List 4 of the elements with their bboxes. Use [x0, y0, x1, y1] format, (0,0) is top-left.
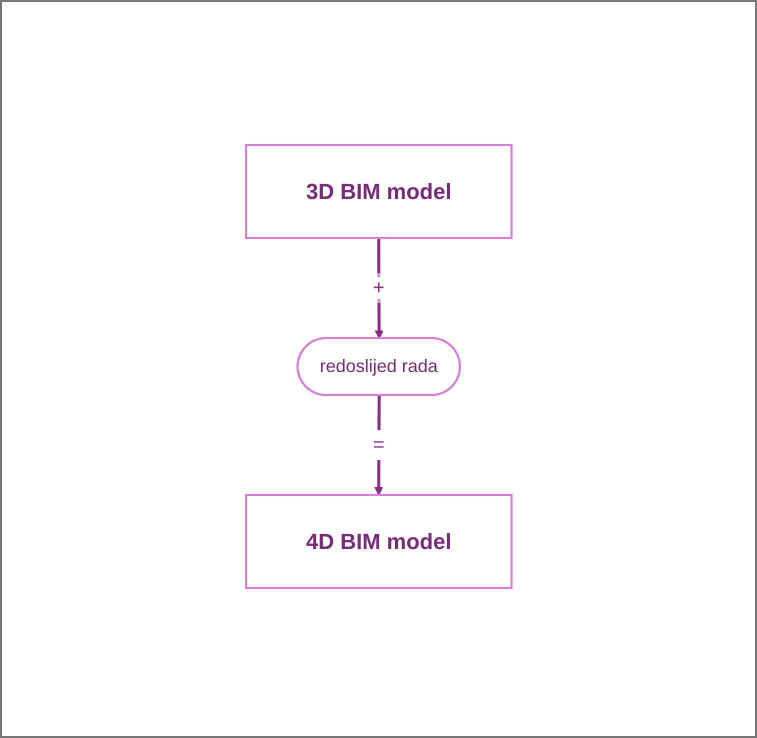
node-box: 3D BIM model	[244, 144, 512, 239]
edge-label: +	[372, 277, 384, 299]
edge-label: =	[372, 434, 384, 456]
node-box: 4D BIM model	[244, 494, 512, 589]
